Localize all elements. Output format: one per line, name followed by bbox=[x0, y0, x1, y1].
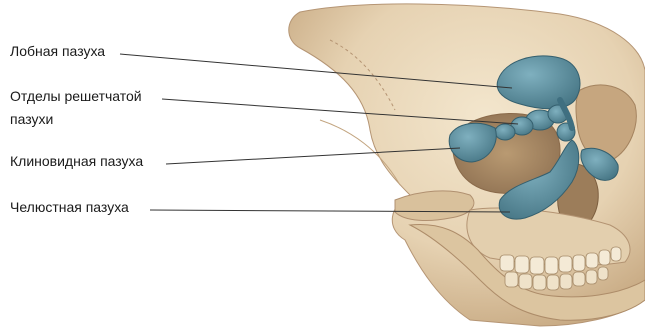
label-ethmoid-sinus: Отделы решетчатой bbox=[10, 87, 142, 106]
label-sphenoid-sinus: Клиновидная пазуха bbox=[10, 152, 143, 171]
label-frontal-sinus: Лобная пазуха bbox=[10, 42, 105, 61]
ethmoid-cell bbox=[495, 124, 515, 140]
label-ethmoid-sinus-line2: пазухи bbox=[10, 110, 53, 129]
label-maxillary-sinus: Челюстная пазуха bbox=[10, 198, 129, 217]
